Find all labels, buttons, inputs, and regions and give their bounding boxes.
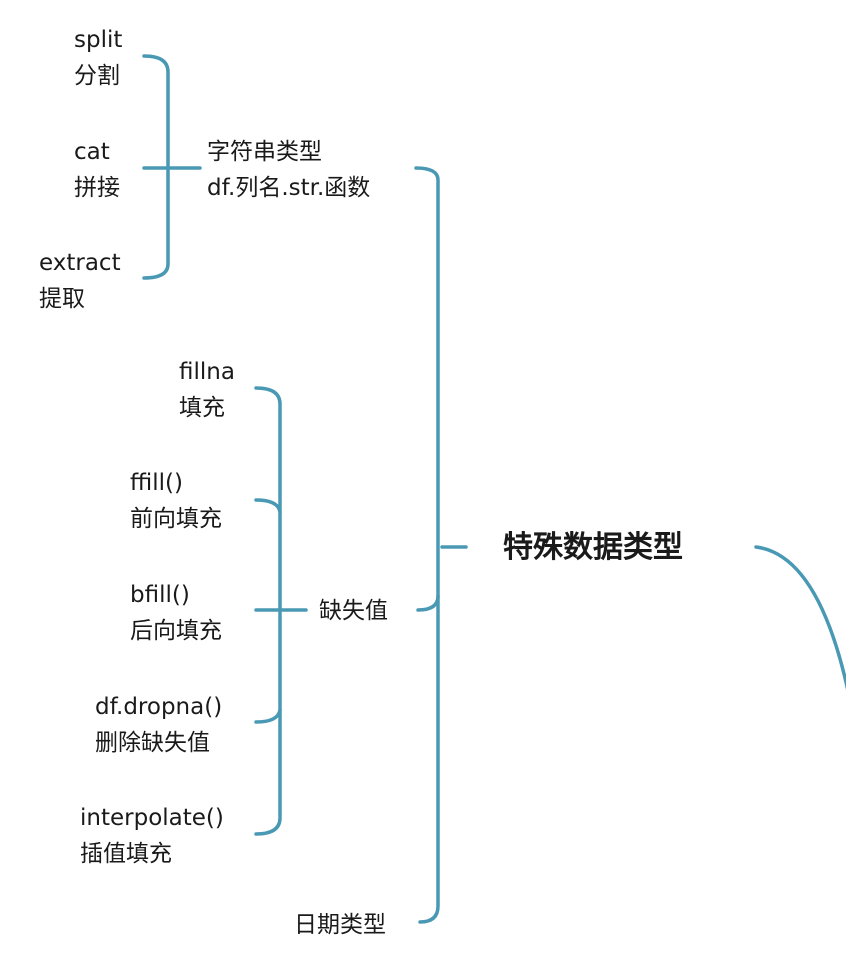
leaf-interpolate[interactable]: interpolate() 插值填充 — [80, 800, 224, 872]
leaf-extract[interactable]: extract 提取 — [39, 245, 121, 317]
branch-date-type[interactable]: 日期类型 — [294, 907, 386, 943]
node-label: 插值填充 — [80, 841, 172, 867]
node-label: 提取 — [39, 286, 85, 312]
node-label: interpolate() — [80, 805, 224, 831]
node-label: split — [74, 27, 123, 53]
node-label: 删除缺失值 — [95, 730, 210, 756]
leaf-dropna[interactable]: df.dropna() 删除缺失值 — [95, 689, 222, 761]
leaf-ffill[interactable]: ffill() 前向填充 — [130, 465, 222, 537]
node-label: 日期类型 — [294, 912, 386, 938]
node-label: extract — [39, 250, 121, 276]
missing-bracket-tick-ffill — [254, 498, 282, 514]
node-label: 字符串类型 — [207, 139, 322, 165]
leaf-split[interactable]: split 分割 — [74, 22, 122, 94]
node-label: 填充 — [179, 395, 225, 421]
node-label: 拼接 — [74, 175, 120, 201]
node-label: 分割 — [74, 63, 120, 89]
root-bracket-mid-tick — [416, 594, 440, 612]
node-label: df.列名.str.函数 — [207, 175, 371, 201]
node-label: 后向填充 — [130, 618, 222, 644]
node-label: df.dropna() — [95, 694, 223, 720]
branch-missing-values[interactable]: 缺失值 — [319, 593, 388, 629]
root-bracket — [414, 166, 440, 924]
node-label: bfill() — [130, 582, 190, 608]
right-curve — [754, 545, 846, 691]
root-node[interactable]: 特殊数据类型 — [503, 530, 683, 565]
node-label: 前向填充 — [130, 506, 222, 532]
leaf-bfill[interactable]: bfill() 后向填充 — [130, 577, 222, 649]
node-label: cat — [74, 139, 110, 165]
leaf-cat[interactable]: cat 拼接 — [74, 134, 120, 206]
node-label: fillna — [179, 359, 235, 385]
node-label: ffill() — [130, 470, 183, 496]
branch-string-type[interactable]: 字符串类型 df.列名.str.函数 — [207, 134, 370, 206]
missing-bracket-tick-dropna — [254, 708, 282, 724]
node-label: 缺失值 — [319, 598, 388, 624]
leaf-fillna[interactable]: fillna 填充 — [179, 354, 235, 426]
